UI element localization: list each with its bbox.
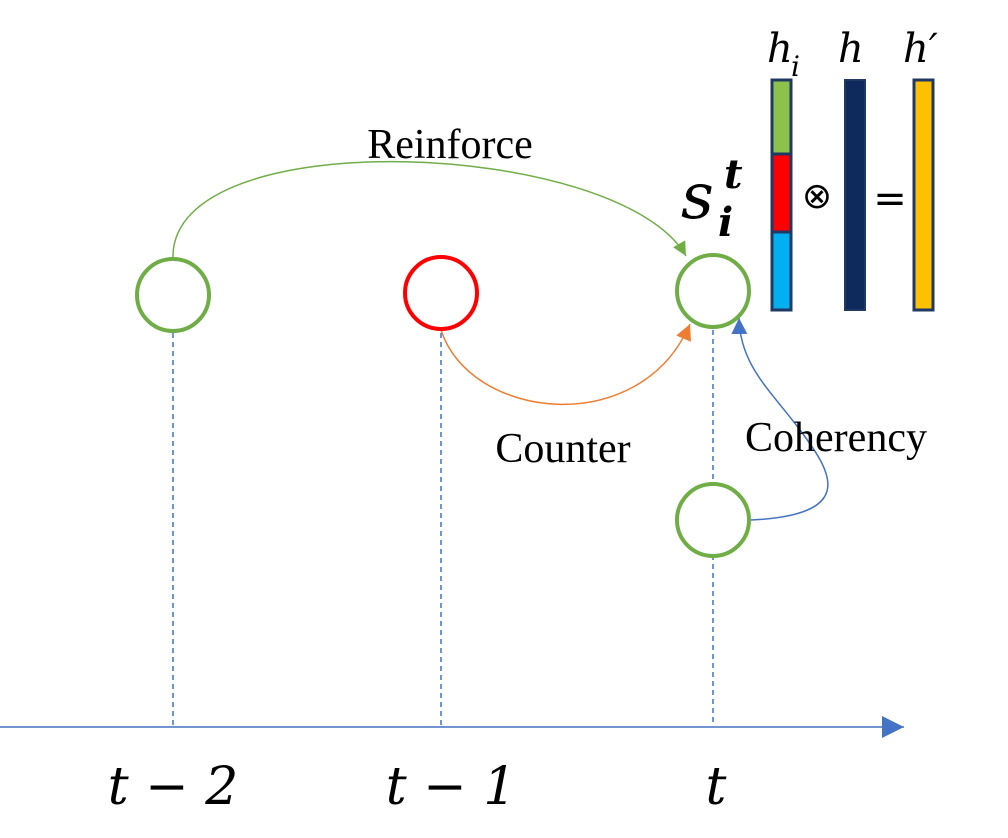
reinforce-label: Reinforce	[367, 122, 533, 168]
hi-label-sub: i	[791, 50, 800, 83]
reinforce-arrow	[172, 160, 687, 259]
state-base: s	[681, 160, 714, 234]
equals-sign: =	[873, 176, 907, 222]
counter-arrow	[440, 323, 691, 405]
node-t-minus-2	[135, 257, 211, 333]
time-label-t-minus-2: t − 2	[108, 757, 239, 817]
h-vector-bar	[844, 79, 866, 311]
coherency-label: Coherency	[745, 415, 927, 461]
coherency-arrow	[731, 317, 829, 521]
hi-segment-bottom	[770, 230, 793, 312]
hi-label-base: h	[767, 26, 793, 72]
h-label: h	[838, 26, 864, 72]
tensor-product-operator: ⊗	[802, 176, 832, 217]
time-label-t: t	[706, 757, 727, 817]
state-subscript: i	[718, 199, 733, 246]
node-t-aux	[675, 482, 751, 558]
hi-vector-bar	[770, 78, 793, 312]
node-t	[675, 253, 751, 329]
hi-segment-top	[770, 78, 793, 156]
h-prime-vector-bar	[912, 78, 935, 312]
h-prime-label: h′	[903, 26, 938, 72]
counter-label: Counter	[495, 426, 630, 472]
node-t-minus-1	[403, 255, 479, 331]
hi-segment-mid	[770, 152, 793, 234]
state-superscript: t	[724, 151, 743, 198]
time-label-t-minus-1: t − 1	[386, 757, 517, 817]
